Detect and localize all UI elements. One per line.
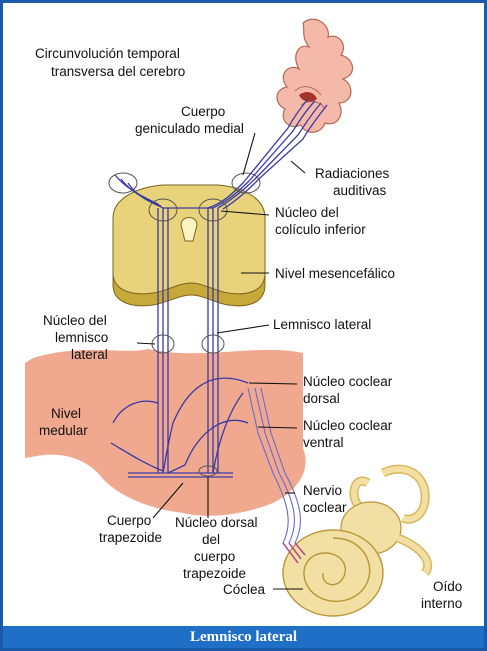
label-midbrain-level: Nivel mesencefálico xyxy=(275,266,395,281)
auditory-pathway-diagram: Circunvolución temporal transversa del c… xyxy=(3,3,484,648)
label-dntb-2: del xyxy=(202,532,220,547)
label-inner-ear-1: Oído xyxy=(433,579,462,594)
temporal-gyrus xyxy=(277,19,353,132)
label-dntb-3: cuerpo xyxy=(194,549,235,564)
label-mgb-1: Cuerpo xyxy=(181,104,225,119)
label-dntb-4: trapezoide xyxy=(183,566,246,581)
label-trapezoid-1: Cuerpo xyxy=(107,513,151,528)
figure-caption: Lemnisco lateral xyxy=(3,626,484,648)
label-vcn-1: Núcleo coclear xyxy=(303,418,393,433)
label-inner-ear-2: interno xyxy=(421,596,462,611)
label-nerve-1: Nervio xyxy=(303,483,342,498)
label-medulla-2: medular xyxy=(39,423,88,438)
label-dcn-1: Núcleo coclear xyxy=(303,374,393,389)
label-trapezoid-2: trapezoide xyxy=(99,530,162,545)
label-medulla-1: Nivel xyxy=(51,406,81,421)
label-nerve-2: coclear xyxy=(303,500,347,515)
label-radiations-2: auditivas xyxy=(333,183,387,198)
label-nll-2: lemnisco xyxy=(55,330,108,345)
label-dcn-2: dorsal xyxy=(303,391,340,406)
label-cochlea: Cóclea xyxy=(223,582,266,597)
label-mgb-2: geniculado medial xyxy=(135,121,244,136)
label-cortex-2: transversa del cerebro xyxy=(51,64,185,79)
label-ic-2: colículo inferior xyxy=(275,222,366,237)
label-cortex-1: Circunvolución temporal xyxy=(35,46,180,61)
label-nll-1: Núcleo del xyxy=(43,313,107,328)
label-dntb-1: Núcleo dorsal xyxy=(175,515,258,530)
label-nll-3: lateral xyxy=(71,347,108,362)
label-vcn-2: ventral xyxy=(303,435,344,450)
label-ic-1: Núcleo del xyxy=(275,205,339,220)
label-lateral-lemniscus: Lemnisco lateral xyxy=(273,317,371,332)
label-radiations-1: Radiaciones xyxy=(315,166,390,181)
midbrain-section xyxy=(113,185,265,306)
